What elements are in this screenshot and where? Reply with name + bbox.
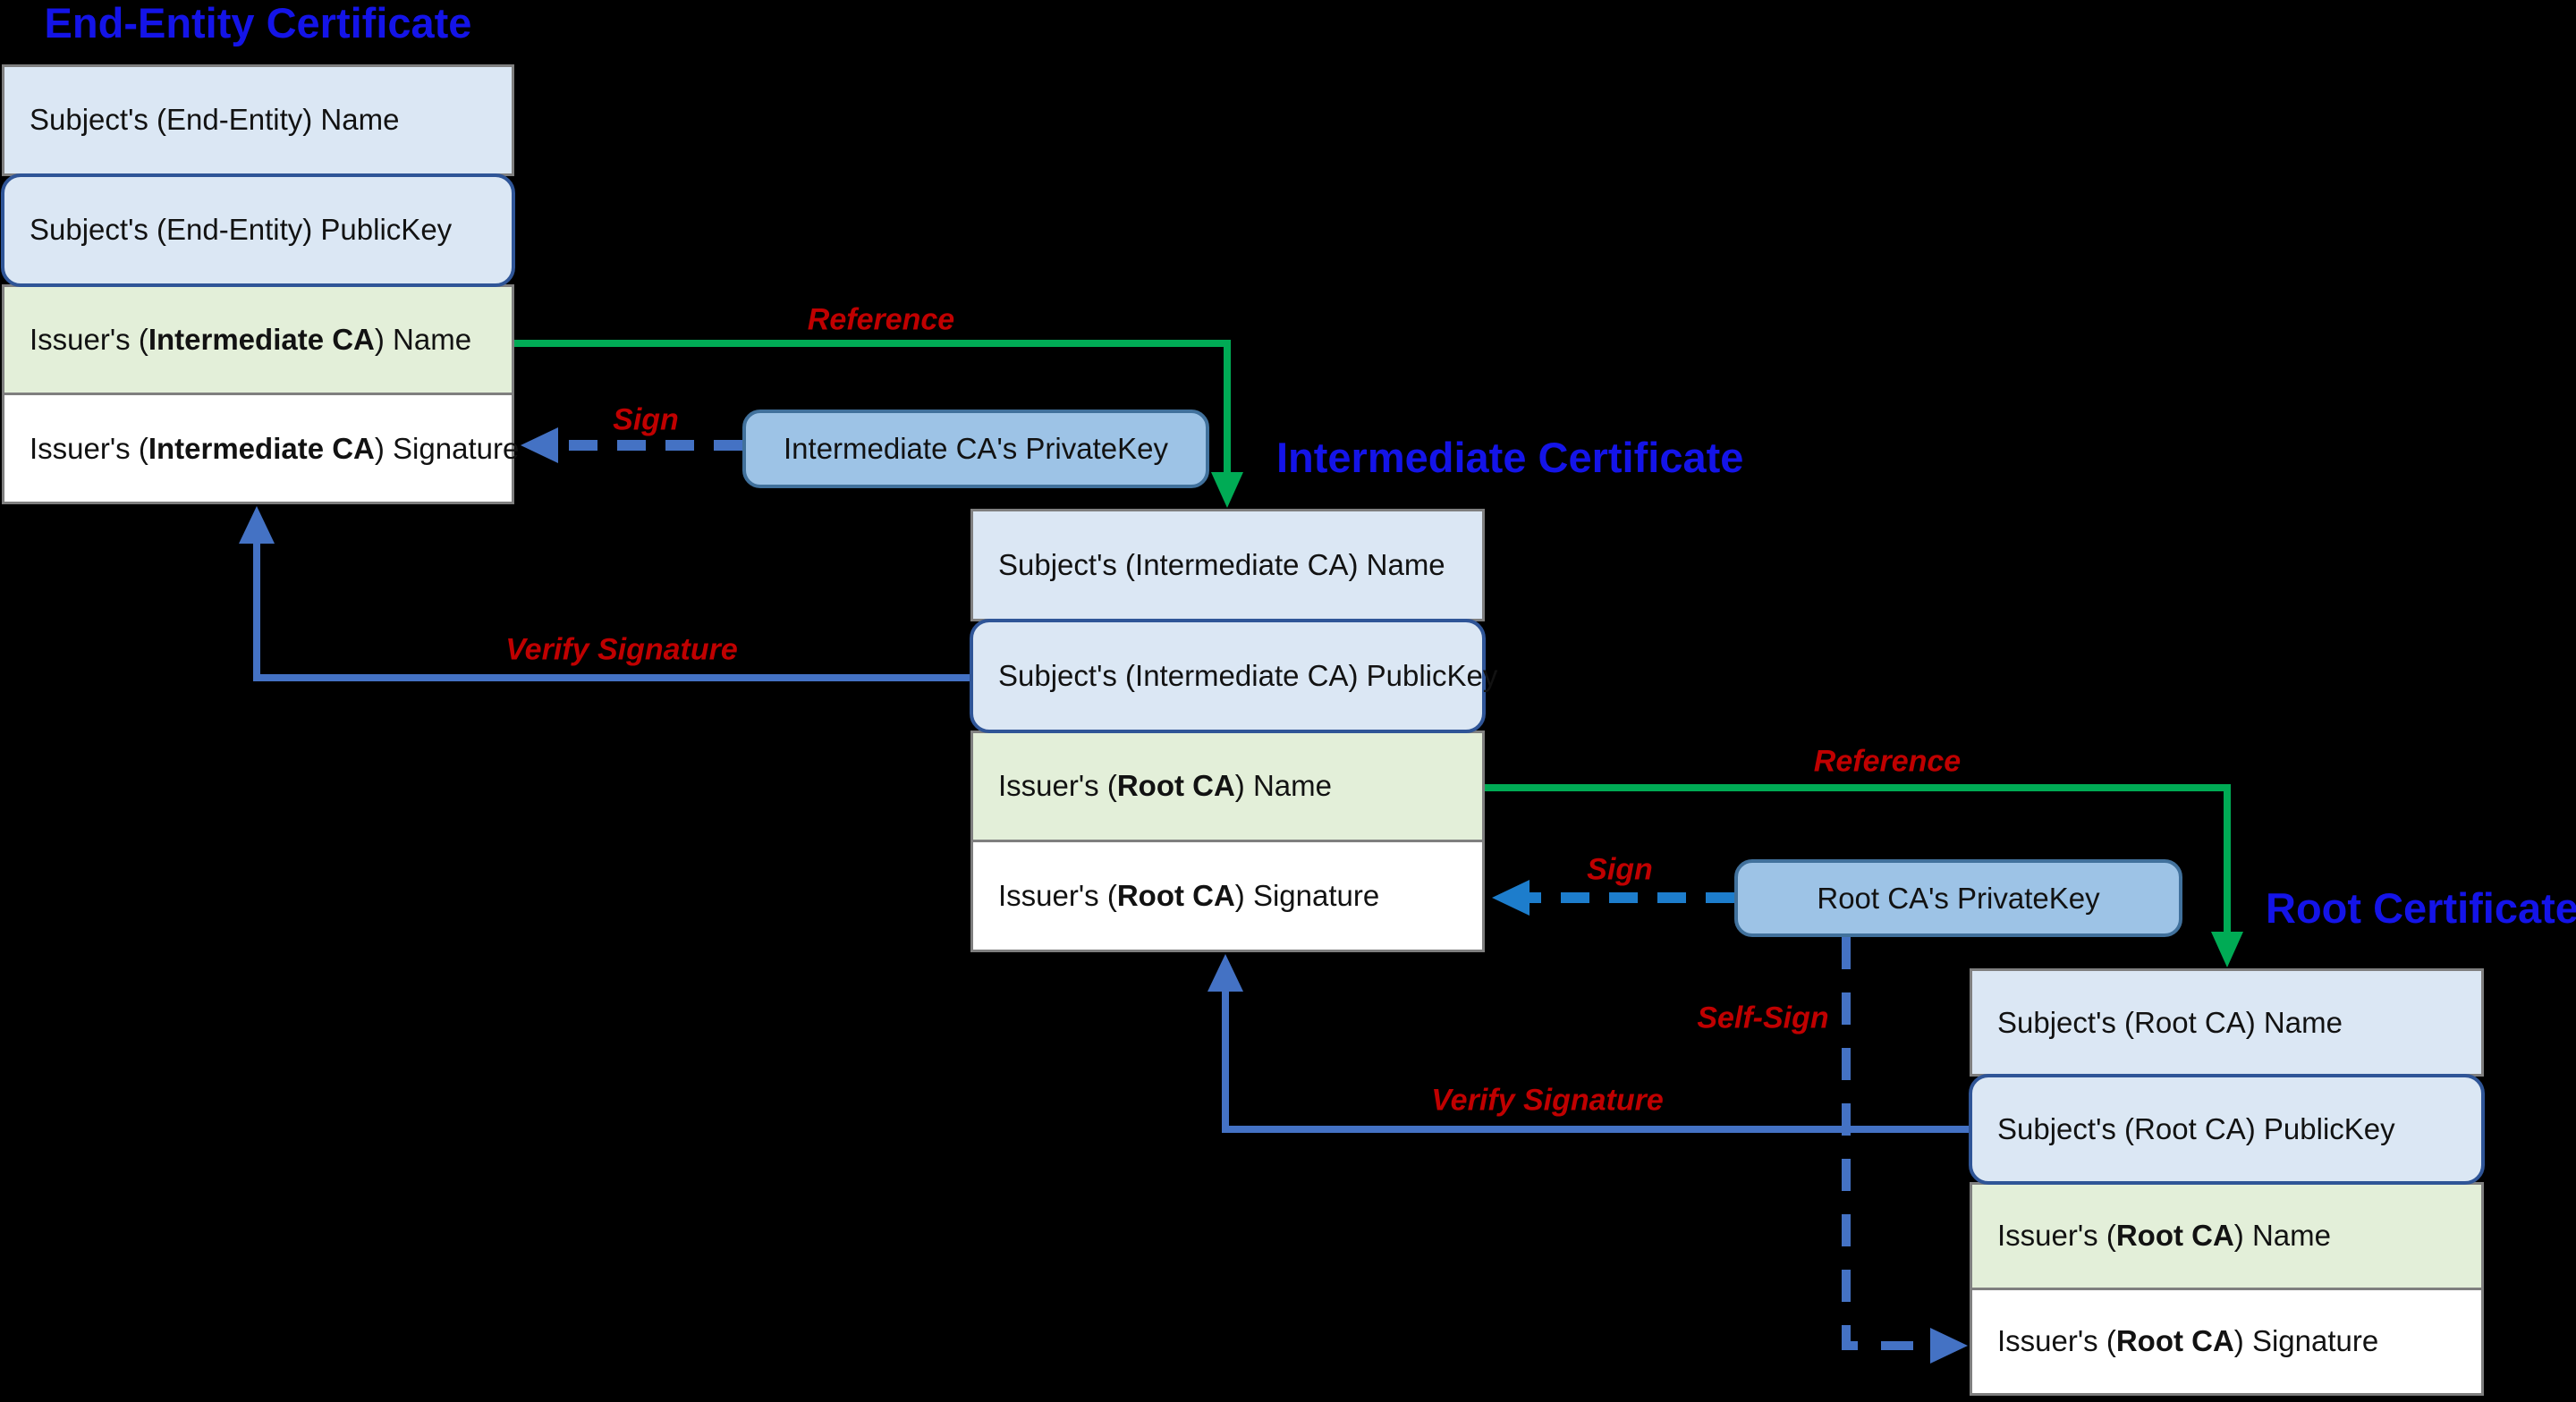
row-issuer-signature: Issuer's (Root CA) Signature: [970, 840, 1485, 952]
row-issuer-name: Issuer's (Root CA) Name: [970, 730, 1485, 843]
label-part: Subject's (Intermediate CA) Name: [998, 547, 1445, 581]
intermediate-ca-private-key-box: Intermediate CA's PrivateKey: [742, 410, 1209, 488]
label-part: Issuer's (: [30, 322, 148, 356]
label-part: Subject's (Root CA) PublicKey: [1997, 1111, 2395, 1145]
label-part: Intermediate CA: [148, 431, 375, 465]
label-part: Subject's (End-Entity) PublicKey: [30, 213, 453, 247]
row-label: Subject's (Root CA) Name: [1997, 1006, 2343, 1040]
row-subject-name: Subject's (End-Entity) Name: [2, 64, 514, 176]
row-label: Subject's (Intermediate CA) PublicKey: [998, 659, 1497, 693]
arrow-label-reference-1: Reference: [807, 302, 955, 337]
row-label: Subject's (End-Entity) Name: [30, 103, 399, 137]
label-part: Issuer's (: [1997, 1219, 2116, 1253]
root-ca-private-key-box: Root CA's PrivateKey: [1734, 859, 2182, 937]
label-part: Subject's (End-Entity) Name: [30, 103, 400, 137]
label-part: ) Signature: [1234, 879, 1380, 913]
label-part: Issuer's (: [998, 769, 1117, 803]
row-subject-publickey: Subject's (Root CA) PublicKey: [1969, 1074, 2485, 1185]
row-label: Issuer's (Root CA) Name: [998, 769, 1332, 803]
label-part: Issuer's (: [1997, 1324, 2116, 1358]
root-certificate-box: Subject's (Root CA) Name Subject's (Root…: [1969, 968, 2485, 1396]
title-end-entity-certificate: End-Entity Certificate: [44, 0, 472, 46]
label-part: ) Signature: [374, 431, 520, 465]
label-part: Issuer's (: [30, 431, 148, 465]
private-key-label: Root CA's PrivateKey: [1817, 881, 2100, 915]
end-entity-certificate-box: Subject's (End-Entity) Name Subject's (E…: [1, 64, 519, 504]
row-label: Subject's (Intermediate CA) Name: [998, 548, 1445, 582]
label-part: ) Signature: [2233, 1324, 2379, 1358]
row-label: Issuer's (Root CA) Name: [1997, 1219, 2331, 1253]
label-part: Intermediate CA: [148, 322, 375, 356]
title-intermediate-certificate: Intermediate Certificate: [1276, 434, 1744, 481]
row-issuer-signature: Issuer's (Intermediate CA) Signature: [2, 393, 519, 504]
arrow-label-sign-1: Sign: [613, 402, 679, 437]
row-label: Issuer's (Intermediate CA) Name: [30, 323, 471, 357]
label-part: Subject's (Root CA) Name: [1997, 1005, 2343, 1039]
row-label: Issuer's (Intermediate CA) Signature: [30, 432, 519, 466]
arrow-label-reference-2: Reference: [1813, 744, 1962, 779]
intermediate-certificate-box: Subject's (Intermediate CA) Name Subject…: [970, 509, 1497, 952]
row-label: Subject's (Root CA) PublicKey: [1997, 1112, 2395, 1146]
self-sign-arrow-root-key-to-root-signature: [1842, 937, 1968, 1364]
label-part: Subject's (Intermediate CA) PublicKey: [998, 658, 1498, 692]
row-label: Issuer's (Root CA) Signature: [998, 879, 1379, 913]
arrow-label-self-sign: Self-Sign: [1697, 1001, 1829, 1035]
row-issuer-name: Issuer's (Root CA) Name: [1970, 1181, 2484, 1290]
row-issuer-signature: Issuer's (Root CA) Signature: [1970, 1287, 2484, 1396]
row-label: Issuer's (Root CA) Signature: [1997, 1324, 2378, 1358]
row-subject-name: Subject's (Root CA) Name: [1970, 968, 2484, 1077]
label-part: ) Name: [2233, 1219, 2331, 1253]
row-subject-publickey: Subject's (Intermediate CA) PublicKey: [970, 618, 1497, 733]
row-subject-name: Subject's (Intermediate CA) Name: [970, 509, 1485, 621]
label-part: ) Name: [1234, 769, 1332, 803]
label-part: Issuer's (: [998, 879, 1117, 913]
label-part: ) Name: [374, 322, 472, 356]
title-root-certificate: Root Certificate: [2266, 884, 2576, 932]
row-label: Subject's (End-Entity) PublicKey: [30, 213, 452, 247]
label-part: Root CA: [2115, 1219, 2234, 1253]
label-part: Root CA: [2115, 1324, 2234, 1358]
arrow-label-verify-signature-2: Verify Signature: [1431, 1083, 1664, 1118]
label-part: Root CA: [1116, 879, 1235, 913]
row-subject-publickey: Subject's (End-Entity) PublicKey: [1, 173, 515, 287]
label-part: Root CA: [1116, 769, 1235, 803]
row-issuer-name: Issuer's (Intermediate CA) Name: [2, 283, 514, 396]
arrow-label-verify-signature-1: Verify Signature: [505, 632, 738, 667]
arrow-label-sign-2: Sign: [1587, 852, 1653, 887]
private-key-label: Intermediate CA's PrivateKey: [784, 432, 1168, 465]
